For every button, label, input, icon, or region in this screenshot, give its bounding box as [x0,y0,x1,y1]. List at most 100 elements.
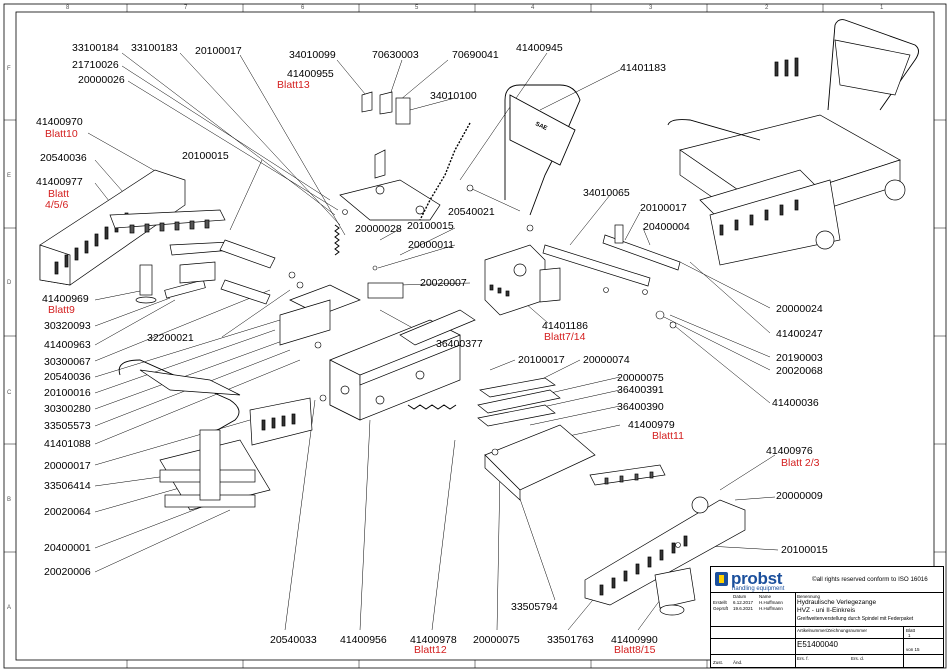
part-label: 20000009 [776,490,823,502]
part-label: 20020064 [44,506,91,518]
part-label: 41400956 [340,634,387,646]
part-label: 21710026 [72,59,119,71]
part-label: 33505573 [44,420,91,432]
part-label: 41400990 [611,634,658,646]
part-label: 41401088 [44,438,91,450]
meta-header-name: Name [759,594,772,599]
description-label: Benennung [797,594,821,599]
spring [334,224,457,410]
part-label: 20540021 [448,206,495,218]
replaces-label: Ers. f. [797,656,809,661]
grid-row-a: A [7,605,12,611]
part-label: 41400963 [44,339,91,351]
part-label: 20100015 [407,220,454,232]
part-label: 20020006 [44,566,91,578]
side-plate-left [39,169,233,304]
sheet-reference: Blatt13 [277,79,310,91]
part-label: 70690041 [452,49,499,61]
sheet-of: von 15 [906,647,920,652]
part-label: 30300067 [44,356,91,368]
grid-col-2: 2 [765,5,769,11]
part-label: 30300280 [44,403,91,415]
part-label: 20100015 [182,150,229,162]
grid-col-6: 6 [301,5,305,11]
part-label: 41400976 [766,445,813,457]
part-label: 41401186 [542,320,588,332]
part-label: 36400391 [617,384,664,396]
part-label: 36400377 [436,338,483,350]
grid-row-c: C [7,390,12,396]
part-label: 20100017 [518,354,565,366]
sheet-reference: Blatt9 [48,304,75,316]
part-label: 34010099 [289,49,336,61]
hook-bracket [339,91,441,221]
part-label: 36400390 [617,401,664,413]
sheet-label: Blatt [906,628,916,633]
sheet-reference: Blatt 2/3 [781,457,820,469]
plates [367,282,596,501]
drawing-number-label: Artikelnummer/Zeichnungsnummer [797,628,868,633]
grid-row-f: F [7,66,11,72]
part-label: 20100016 [44,387,91,399]
part-label: 41401183 [620,62,666,74]
grid-row-e: E [7,173,12,179]
part-label: 20000011 [408,239,454,251]
part-label: 20000024 [776,303,823,315]
part-label: 20000028 [355,223,402,235]
grid-col-8: 8 [66,5,70,11]
part-label: 41400945 [516,42,563,54]
sheet-reference: Blatt12 [414,644,447,656]
right-lower-assembly [584,464,746,616]
part-label: 20100017 [640,202,687,214]
part-label: 70630003 [372,49,419,61]
part-label: 20400004 [643,221,690,233]
checked-by: H.Hoffmann [759,606,783,611]
small-hardware [288,184,681,548]
part-label: 20000075 [473,634,520,646]
checked-date: 19.6.2021 [733,606,754,611]
sheet-reference: Blatt11 [652,430,684,442]
part-label: 41400970 [36,116,83,128]
part-label: 20540036 [44,371,91,383]
brand-subtitle: handling equipment [732,586,785,592]
probst-logo-icon [715,572,728,586]
description-line-2: HVZ - uni II-Einkreis [797,607,856,614]
sheet-reference: Blatt7/14 [544,331,586,343]
title-block: probst handling equipment all rights res… [710,566,944,668]
svg-text:SAE: SAE [534,121,548,132]
bracket-41401186 [484,244,561,316]
part-label: 20020068 [776,365,823,377]
sheet-reference: Blatt8/15 [614,644,656,656]
part-label: 33100184 [72,42,119,54]
sheet-reference: Blatt10 [45,128,78,140]
part-label: 20540036 [40,152,87,164]
part-label: 33505794 [511,601,558,613]
part-label: 20020007 [420,277,467,289]
meta-row-checked: Geprüft [713,606,729,611]
part-label: 20540033 [270,634,317,646]
handle-bar: SAE [504,84,581,216]
grid-row-b: B [7,497,12,503]
tubes [164,239,276,305]
grid-col-7: 7 [184,5,188,11]
part-label: 41400955 [287,68,334,80]
sheet-reference: Blatt [48,188,70,200]
part-label: 20000026 [78,74,125,86]
slide-bars [542,224,681,287]
created-date: 6.12.2017 [733,600,754,605]
meta-header-date: Datum [733,594,747,599]
part-label: 30320093 [44,320,91,332]
part-label: 20100015 [781,544,828,556]
part-label: 32200021 [147,332,194,344]
copyright-notice: all rights reserved conform to ISO 16016 [812,576,928,583]
part-label: 33100183 [131,42,178,54]
sheet-reference: 4/5/6 [45,199,69,211]
sheet-frame [3,3,947,669]
meta-row-created: Erstellt [713,600,727,605]
grid-col-3: 3 [649,5,653,11]
assembled-machine [667,19,919,266]
part-label: 41400036 [772,397,819,409]
part-label: 34010100 [430,90,477,102]
grid-col-5: 5 [415,5,419,11]
